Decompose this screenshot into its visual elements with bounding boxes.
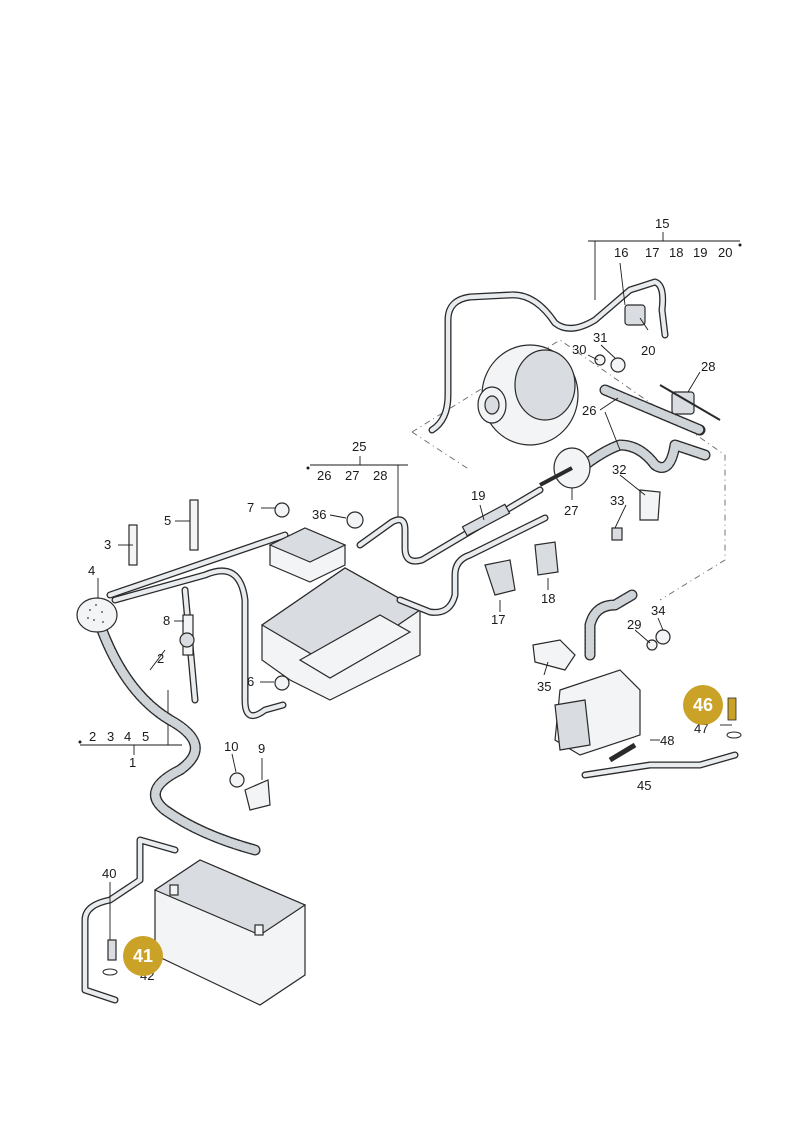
part-labels: 3 4 5 7 8 6 2 10 9 36 19 17 18 20 31 30 … [88, 330, 715, 983]
group1-label-4: 4 [124, 729, 131, 744]
label-25: 25 [352, 439, 366, 454]
nut-7 [274, 502, 290, 518]
group15-label-18: 18 [669, 245, 683, 260]
sensor-27 [539, 447, 591, 489]
group15-label-19: 19 [693, 245, 707, 260]
leader-lines [97, 262, 732, 940]
group1-label-5: 5 [142, 729, 149, 744]
bolt-33 [611, 527, 623, 541]
group25-label-26: 26 [317, 468, 331, 483]
washer-42 [102, 968, 118, 976]
badge-46-text: 46 [693, 695, 713, 715]
group25-label-28: 28 [373, 468, 387, 483]
badge-41-text: 41 [133, 946, 153, 966]
label-26: 26 [582, 403, 596, 418]
label-15: 15 [655, 216, 669, 231]
label-2: 2 [157, 651, 164, 666]
label-19: 19 [471, 488, 485, 503]
distribution-block [76, 597, 118, 633]
battery [153, 859, 307, 1006]
label-27: 27 [564, 503, 578, 518]
washer-47 [726, 731, 742, 739]
bracket-35 [532, 639, 576, 671]
cable-clip-19 [461, 503, 511, 537]
label-40: 40 [102, 866, 116, 881]
battery-cable-40 [81, 836, 179, 1004]
connector-28 [659, 384, 721, 421]
fuse-box [260, 567, 422, 701]
nut-10 [229, 772, 245, 788]
battery-cable-25 [356, 486, 549, 616]
alternator-cable [428, 278, 669, 434]
group15-label-16: 16 [614, 245, 628, 260]
label-17: 17 [491, 612, 505, 627]
label-3: 3 [104, 537, 111, 552]
starter-cable [584, 589, 638, 661]
badge-46[interactable]: 46 [683, 685, 723, 725]
label-18: 18 [541, 591, 555, 606]
nut-6 [274, 675, 290, 691]
group-bracket-25: 25 26 27 28 [306, 439, 408, 520]
control-unit [268, 527, 347, 583]
label-48: 48 [660, 733, 674, 748]
label-30: 30 [572, 342, 586, 357]
label-28: 28 [701, 359, 715, 374]
label-1: 1 [129, 755, 136, 770]
label-9: 9 [258, 741, 265, 756]
label-5: 5 [164, 513, 171, 528]
label-32: 32 [612, 462, 626, 477]
cable-tie-5 [189, 499, 199, 551]
main-wiring-harness [76, 499, 289, 856]
group1-label-2: 2 [89, 729, 96, 744]
label-10: 10 [224, 739, 238, 754]
label-4: 4 [88, 563, 95, 578]
label-8: 8 [163, 613, 170, 628]
label-33: 33 [610, 493, 624, 508]
group15-label-17: 17 [645, 245, 659, 260]
label-6: 6 [247, 674, 254, 689]
label-7: 7 [247, 500, 254, 515]
relay-17 [484, 559, 516, 596]
alternator [477, 344, 579, 446]
group-bracket-15: 15 16 17 18 19 20 [588, 216, 742, 300]
label-31: 31 [593, 330, 607, 345]
group25-label-27: 27 [345, 468, 359, 483]
group1-label-3: 3 [107, 729, 114, 744]
washer-30 [594, 354, 606, 366]
ground-strap-45 [581, 742, 739, 779]
clamp-9 [244, 779, 271, 811]
corrugated-cable-26 [579, 384, 711, 473]
bolt-46 [727, 697, 737, 721]
group15-label-20: 20 [718, 245, 732, 260]
starter-motor [554, 669, 641, 756]
assembly-outline [411, 339, 726, 601]
small-parts [229, 354, 671, 811]
label-34: 34 [651, 603, 665, 618]
group-bracket-1: 1 2 3 4 5 [78, 690, 182, 770]
label-29: 29 [627, 617, 641, 632]
nut-31 [610, 357, 626, 373]
label-20: 20 [641, 343, 655, 358]
nut-34 [655, 629, 671, 645]
bolt-41 [107, 939, 117, 961]
label-35: 35 [537, 679, 551, 694]
label-45: 45 [637, 778, 651, 793]
connector-16 [624, 304, 646, 326]
relay-18 [534, 541, 559, 576]
bracket-32 [639, 489, 661, 521]
label-36: 36 [312, 507, 326, 522]
badge-41[interactable]: 41 [123, 936, 163, 976]
nut-36 [346, 511, 364, 529]
